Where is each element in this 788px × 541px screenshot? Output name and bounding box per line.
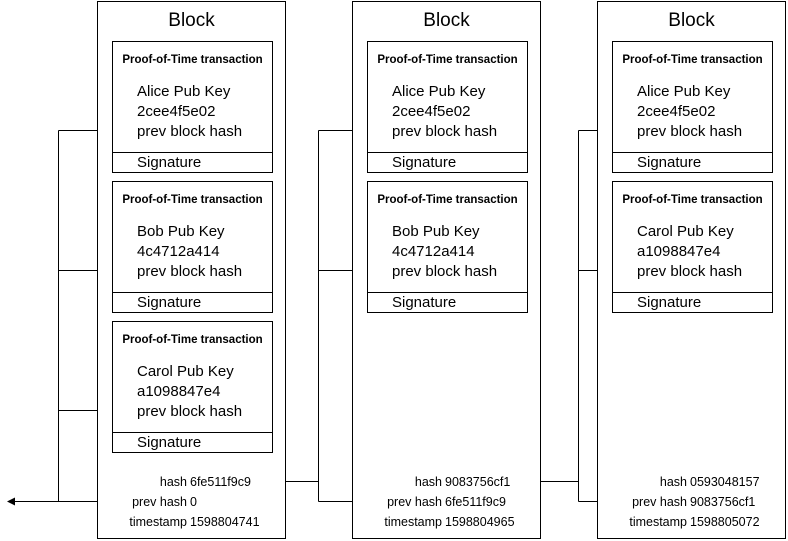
prev-block-hash-label: prev block hash (137, 403, 243, 420)
block-2: Block Proof-of-Time transaction Alice Pu… (352, 1, 541, 539)
timestamp-label: timestamp (629, 515, 687, 529)
signature-label: Signature (137, 294, 202, 311)
signature-row: Signature (113, 292, 272, 312)
prev-hash-label: prev hash (387, 495, 442, 509)
block-3: Block Proof-of-Time transaction Alice Pu… (597, 1, 786, 539)
pubkey-label: Bob Pub Key (137, 223, 225, 240)
transaction-card: Proof-of-Time transaction Alice Pub Key … (367, 41, 528, 173)
hash-label: hash (159, 475, 187, 489)
prev-block-hash-label: prev block hash (137, 263, 243, 280)
transaction-card: Proof-of-Time transaction Bob Pub Key 4c… (367, 181, 528, 313)
block-1: Block Proof-of-Time transaction Alice Pu… (97, 1, 286, 539)
signature-label: Signature (392, 154, 457, 171)
prev-hash-value: 6fe511f9c9 (445, 495, 506, 509)
prev-block-hash-label: prev block hash (392, 123, 498, 140)
transaction-card: Proof-of-Time transaction Alice Pub Key … (112, 41, 273, 173)
transaction-card: Proof-of-Time transaction Alice Pub Key … (612, 41, 773, 173)
hash-label: hash (659, 475, 687, 489)
signature-row: Signature (368, 292, 527, 312)
transaction-title: Proof-of-Time transaction (122, 54, 263, 66)
transaction-card: Proof-of-Time transaction Bob Pub Key 4c… (112, 181, 273, 313)
prev-hash-label: prev hash (132, 495, 187, 509)
pubkey-label: Bob Pub Key (392, 223, 480, 240)
hash-label: hash (414, 475, 442, 489)
signature-label: Signature (392, 294, 457, 311)
pubkey-value: 2cee4f5e02 (392, 103, 471, 120)
signature-row: Signature (113, 152, 272, 172)
hash-value: 0593048157 (690, 475, 760, 489)
pubkey-label: Alice Pub Key (137, 83, 231, 100)
pubkey-label: Carol Pub Key (637, 223, 734, 240)
pubkey-label: Alice Pub Key (392, 83, 486, 100)
pubkey-value: a1098847e4 (637, 243, 721, 260)
pubkey-label: Alice Pub Key (637, 83, 731, 100)
signature-row: Signature (368, 152, 527, 172)
prev-block-hash-label: prev block hash (137, 123, 243, 140)
pubkey-value: 2cee4f5e02 (137, 103, 216, 120)
signature-label: Signature (137, 154, 202, 171)
transaction-card: Proof-of-Time transaction Carol Pub Key … (112, 321, 273, 453)
transaction-title: Proof-of-Time transaction (377, 194, 518, 206)
signature-row: Signature (613, 292, 772, 312)
hash-value: 6fe511f9c9 (190, 475, 251, 489)
pubkey-value: 4c4712a414 (392, 243, 475, 260)
transaction-title: Proof-of-Time transaction (122, 194, 263, 206)
timestamp-value: 1598804741 (190, 515, 260, 529)
transaction-title: Proof-of-Time transaction (622, 54, 763, 66)
prev-block-hash-label: prev block hash (637, 123, 743, 140)
signature-label: Signature (137, 434, 202, 451)
pubkey-value: 2cee4f5e02 (637, 103, 716, 120)
pubkey-value: 4c4712a414 (137, 243, 220, 260)
timestamp-label: timestamp (129, 515, 187, 529)
block-title: Block (668, 10, 715, 31)
signature-row: Signature (613, 152, 772, 172)
prev-hash-value: 0 (190, 495, 197, 509)
prev-hash-label: prev hash (632, 495, 687, 509)
timestamp-value: 1598805072 (690, 515, 760, 529)
timestamp-label: timestamp (384, 515, 442, 529)
signature-label: Signature (637, 294, 702, 311)
block-title: Block (168, 10, 215, 31)
prev-block-hash-label: prev block hash (392, 263, 498, 280)
pubkey-label: Carol Pub Key (137, 363, 234, 380)
transaction-title: Proof-of-Time transaction (122, 334, 263, 346)
signature-row: Signature (113, 432, 272, 452)
prev-block-hash-label: prev block hash (637, 263, 743, 280)
pubkey-value: a1098847e4 (137, 383, 221, 400)
block-title: Block (423, 10, 470, 31)
prev-hash-value: 9083756cf1 (690, 495, 756, 509)
transaction-title: Proof-of-Time transaction (377, 54, 518, 66)
transaction-card: Proof-of-Time transaction Carol Pub Key … (612, 181, 773, 313)
hash-value: 9083756cf1 (445, 475, 511, 489)
signature-label: Signature (637, 154, 702, 171)
timestamp-value: 1598804965 (445, 515, 515, 529)
transaction-title: Proof-of-Time transaction (622, 194, 763, 206)
